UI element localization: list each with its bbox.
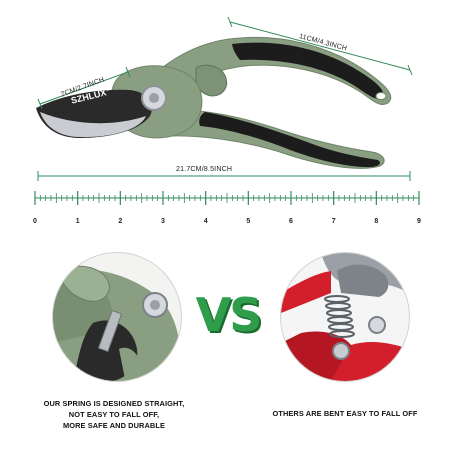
other-spring-caption: OTHERS ARE BENT EASY TO FALL OFF [272, 409, 418, 418]
ruler-label: 7 [331, 218, 336, 225]
ruler-label: 1 [75, 218, 80, 225]
caption-line: NOT EASY TO FALL OFF, [68, 410, 160, 419]
ruler [34, 191, 420, 205]
vs-label: VS [195, 288, 263, 342]
ruler-label: 4 [203, 218, 208, 225]
caption-line: MORE SAFE AND DURABLE [62, 421, 165, 430]
upper-grip [232, 42, 384, 99]
ruler-label: 3 [161, 218, 165, 225]
caption-line: OUR SPRING IS DESIGNED STRAIGHT, [43, 399, 185, 408]
coil-spring [324, 295, 355, 338]
our-spring-caption: OUR SPRING IS DESIGNED STRAIGHT, NOT EAS… [20, 398, 208, 431]
blade-edge [40, 112, 146, 138]
hanging-hole [375, 92, 387, 100]
upper-handle [149, 36, 392, 106]
our-spring-closeup [52, 252, 182, 382]
ruler-label: 0 [33, 218, 37, 225]
pruner-illustration [0, 0, 450, 180]
ruler-label: 6 [289, 218, 293, 225]
ruler-label: 9 [417, 218, 421, 225]
ruler-label: 2 [118, 218, 123, 225]
lower-grip [199, 112, 380, 168]
ruler-label: 8 [374, 218, 379, 225]
total-length-label: 21.7CM/8.5INCH [176, 166, 233, 173]
ruler-label: 5 [246, 218, 251, 225]
other-spring-closeup [280, 252, 410, 382]
dimension-lines [37, 16, 413, 181]
straight-spring [97, 309, 123, 353]
